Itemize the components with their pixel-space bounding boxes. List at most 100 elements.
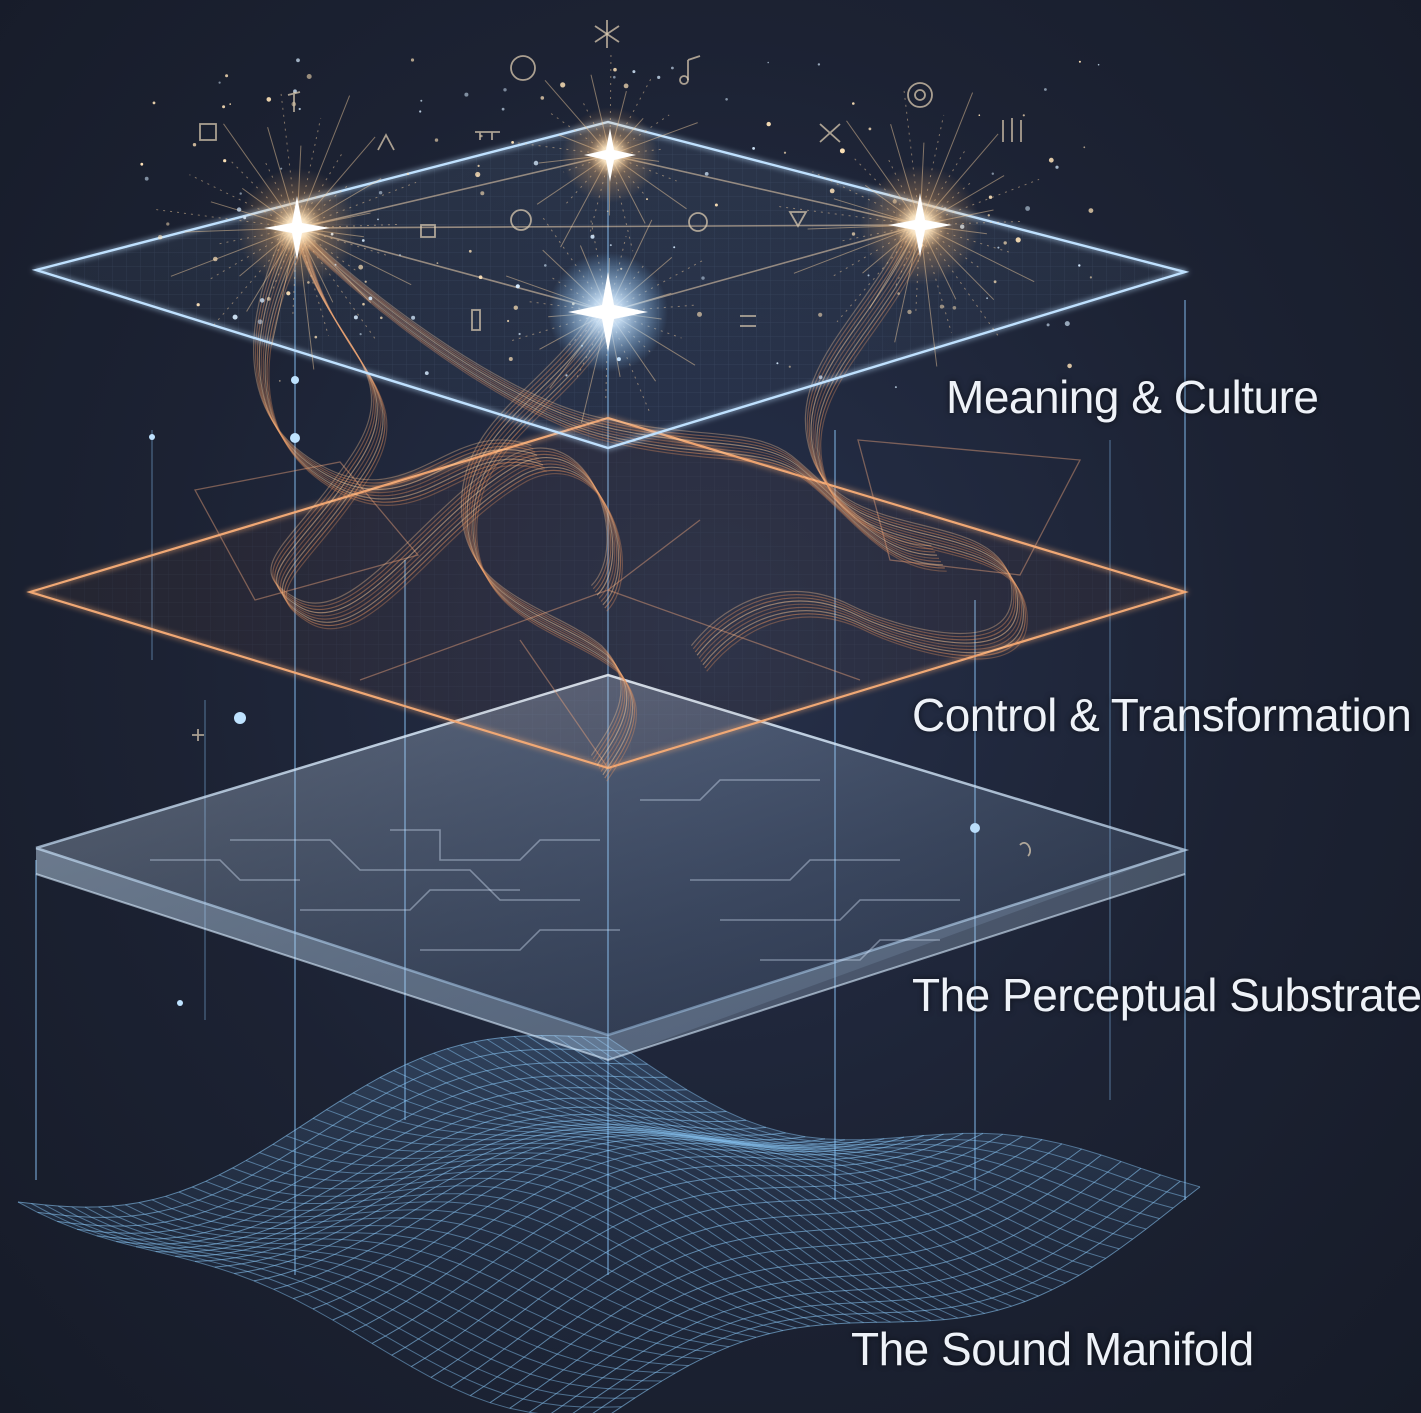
ribbon-strand	[706, 240, 1028, 672]
sparkle-dot	[1055, 165, 1059, 169]
sparkle-dot	[776, 362, 779, 365]
mesh-line	[339, 1100, 932, 1322]
sparkle-dot	[306, 74, 312, 79]
ribbon-strand	[704, 237, 1026, 669]
sparkle-dot	[377, 218, 379, 221]
sparkle-dot	[1003, 241, 1007, 245]
mesh-line	[138, 1202, 730, 1348]
circle-glyph-icon	[510, 55, 536, 81]
sparkle-dot	[701, 276, 705, 280]
sparkle-dot	[783, 151, 787, 154]
sparkle-dot	[411, 315, 416, 320]
sparkle-dot	[867, 274, 870, 277]
ribbon-strand	[274, 226, 612, 610]
sparkle-dot	[140, 162, 144, 166]
sparkle-dot	[788, 365, 791, 368]
mesh-line	[594, 1036, 1187, 1198]
bars-glyph-icon	[1002, 118, 1022, 142]
mesh-line	[155, 1113, 747, 1253]
music-note-head	[679, 75, 689, 85]
mesh-line	[420, 1057, 1012, 1307]
equal-glyph-icon	[740, 315, 756, 327]
sparkle-dot	[378, 191, 383, 195]
sparkle-dot	[987, 214, 990, 217]
mesh-line	[592, 1180, 1181, 1413]
mesh-line	[232, 1167, 824, 1326]
sparkle-dot	[515, 284, 520, 289]
mesh-line	[175, 1119, 766, 1257]
sparkle-dot	[560, 82, 566, 88]
sparkle-dot	[266, 97, 272, 102]
sparkle-dot	[939, 304, 944, 309]
sparkle-dot	[280, 167, 283, 170]
mesh-line	[430, 1135, 1023, 1378]
sparkle-dot	[1083, 146, 1086, 149]
mesh-line	[165, 1195, 757, 1338]
sparkle-dot	[399, 254, 401, 256]
mesh-line	[391, 1132, 984, 1356]
target-glyph-icon	[907, 82, 933, 108]
sound-manifold-mesh	[17, 1034, 1201, 1413]
sparkle-dot	[1088, 208, 1094, 214]
triangle-glyph-icon	[377, 133, 395, 151]
sparkle-dot	[590, 234, 595, 239]
sparkle-dot	[513, 305, 518, 310]
mesh-line	[406, 1063, 999, 1311]
mesh-line	[433, 1052, 1026, 1302]
ray-line	[581, 100, 611, 156]
sparkle-dot	[166, 222, 170, 226]
sparkle-dot	[364, 280, 367, 283]
frame-glyph-icon	[420, 224, 436, 238]
sparkle-dot	[818, 375, 823, 380]
mesh-line	[529, 1161, 1122, 1413]
plus-glyph-icon	[192, 729, 204, 741]
sparkle-dot	[818, 312, 823, 317]
mesh-line	[286, 1135, 878, 1323]
circuit-traces	[150, 779, 960, 961]
mesh-line	[572, 1174, 1161, 1413]
mesh-line	[450, 1139, 1043, 1388]
sparkle-dot	[657, 75, 661, 79]
sparkle-dot	[286, 291, 291, 296]
asterisk-icon	[594, 20, 620, 48]
sparkle-dot	[298, 107, 301, 111]
bar-glyph-icon	[471, 309, 481, 331]
layer-label-control: Control & Transformation	[912, 689, 1412, 741]
sparkle-dot	[839, 148, 845, 154]
mesh-line	[371, 1132, 964, 1344]
sparkle-dot	[468, 249, 472, 253]
mesh-line	[540, 1035, 1133, 1240]
mesh-line	[116, 1097, 707, 1245]
sparkle-dot	[544, 264, 547, 267]
sparkle-dot	[477, 164, 480, 167]
sparkle-dot	[239, 192, 242, 195]
ribbon-strand	[285, 246, 623, 630]
mesh-line	[218, 1174, 810, 1327]
sparkle-dot	[609, 244, 612, 247]
mesh-line	[393, 1070, 985, 1314]
sparkle-dot	[420, 99, 423, 102]
ribbon-strand	[698, 228, 1020, 659]
mesh-line	[31, 1203, 622, 1408]
mesh-line	[245, 1160, 837, 1325]
sparkle-dot	[986, 297, 988, 300]
mesh-line	[353, 1092, 945, 1321]
culture-icons	[192, 20, 1032, 857]
sparkle-dot	[218, 81, 221, 84]
mesh-line	[379, 1077, 972, 1317]
sparkle-dot	[232, 314, 238, 320]
sparkle-dot	[257, 319, 263, 325]
sparkle-dot	[223, 159, 227, 163]
mesh-line	[527, 1035, 1120, 1250]
ribbon-strand	[280, 236, 618, 620]
sparkle-dot	[196, 303, 200, 307]
mesh-line	[293, 1137, 885, 1300]
ribbon-strand	[283, 242, 621, 626]
mesh-line	[234, 1129, 826, 1274]
sparkle-dot	[673, 246, 676, 249]
mesh-line	[607, 1037, 1201, 1188]
flourish-glyph-icon	[1019, 842, 1032, 857]
mesh-line	[460, 1044, 1053, 1291]
sparkle-dot	[540, 96, 545, 100]
sparkle-dot	[480, 191, 485, 196]
